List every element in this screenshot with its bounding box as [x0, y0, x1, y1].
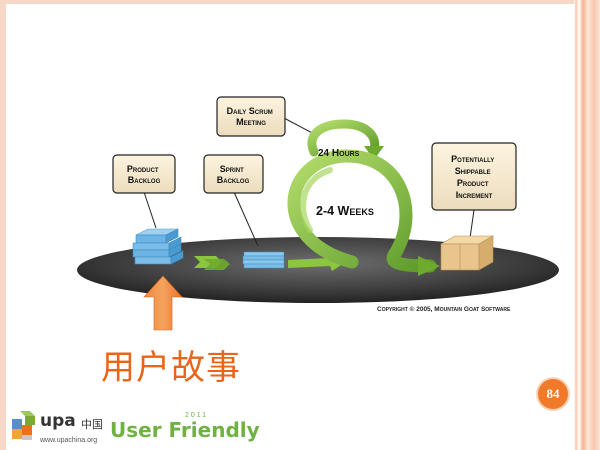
daily-scrum-label-box: Daily Scrum Meeting	[216, 96, 286, 137]
user-friendly-year: 2011	[185, 412, 209, 419]
slide-frame-top	[0, 0, 600, 4]
increment-label: Potentially Shippable Product Increment	[451, 154, 497, 200]
upa-china-label: 中国	[81, 418, 103, 431]
daily-loop	[307, 119, 380, 157]
increment-pointer	[469, 209, 475, 239]
upa-url: www.upachina.org	[40, 437, 98, 444]
upa-name: upa	[40, 411, 76, 431]
product-backlog-stack	[132, 228, 184, 265]
sprint-backlog-label-box: Sprint Backlog	[203, 154, 264, 194]
slide-frame-left	[0, 0, 6, 450]
product-backlog-label: Product Backlog	[127, 164, 161, 185]
weeks-label: 2-4 Weeks	[316, 204, 374, 218]
up-arrow	[143, 275, 183, 331]
increment-label-box: Potentially Shippable Product Increment	[431, 142, 517, 211]
platform-disc	[77, 237, 559, 303]
sprint-loop	[287, 149, 437, 273]
upa-cube-icon	[12, 411, 35, 440]
slide-frame-right	[574, 0, 600, 450]
user-friendly-logo-text: User Friendly	[110, 418, 260, 442]
copyright-text: Copyright © 2005, Mountain Goat Software	[377, 306, 511, 313]
sprint-loop-highlight	[300, 167, 333, 233]
product-increment-box	[439, 235, 495, 271]
slide-title: 用户故事	[101, 348, 241, 388]
flow-arrow-1-shadow	[204, 259, 230, 270]
daily-scrum-pointer	[283, 117, 317, 136]
product-backlog-label-box: Product Backlog	[112, 154, 176, 194]
daily-scrum-label: Daily Scrum Meeting	[227, 106, 276, 127]
daily-loop-arrowhead	[364, 146, 384, 160]
sprint-backlog-sheets	[242, 251, 285, 269]
sprint-backlog-pointer	[233, 191, 259, 247]
sprint-backlog-label: Sprint Backlog	[217, 164, 250, 185]
sprint-loop-arrowhead	[418, 256, 440, 276]
page-number-badge: 84	[538, 379, 568, 409]
product-backlog-pointer	[143, 191, 157, 229]
hours-label: 24 Hours	[318, 148, 360, 159]
